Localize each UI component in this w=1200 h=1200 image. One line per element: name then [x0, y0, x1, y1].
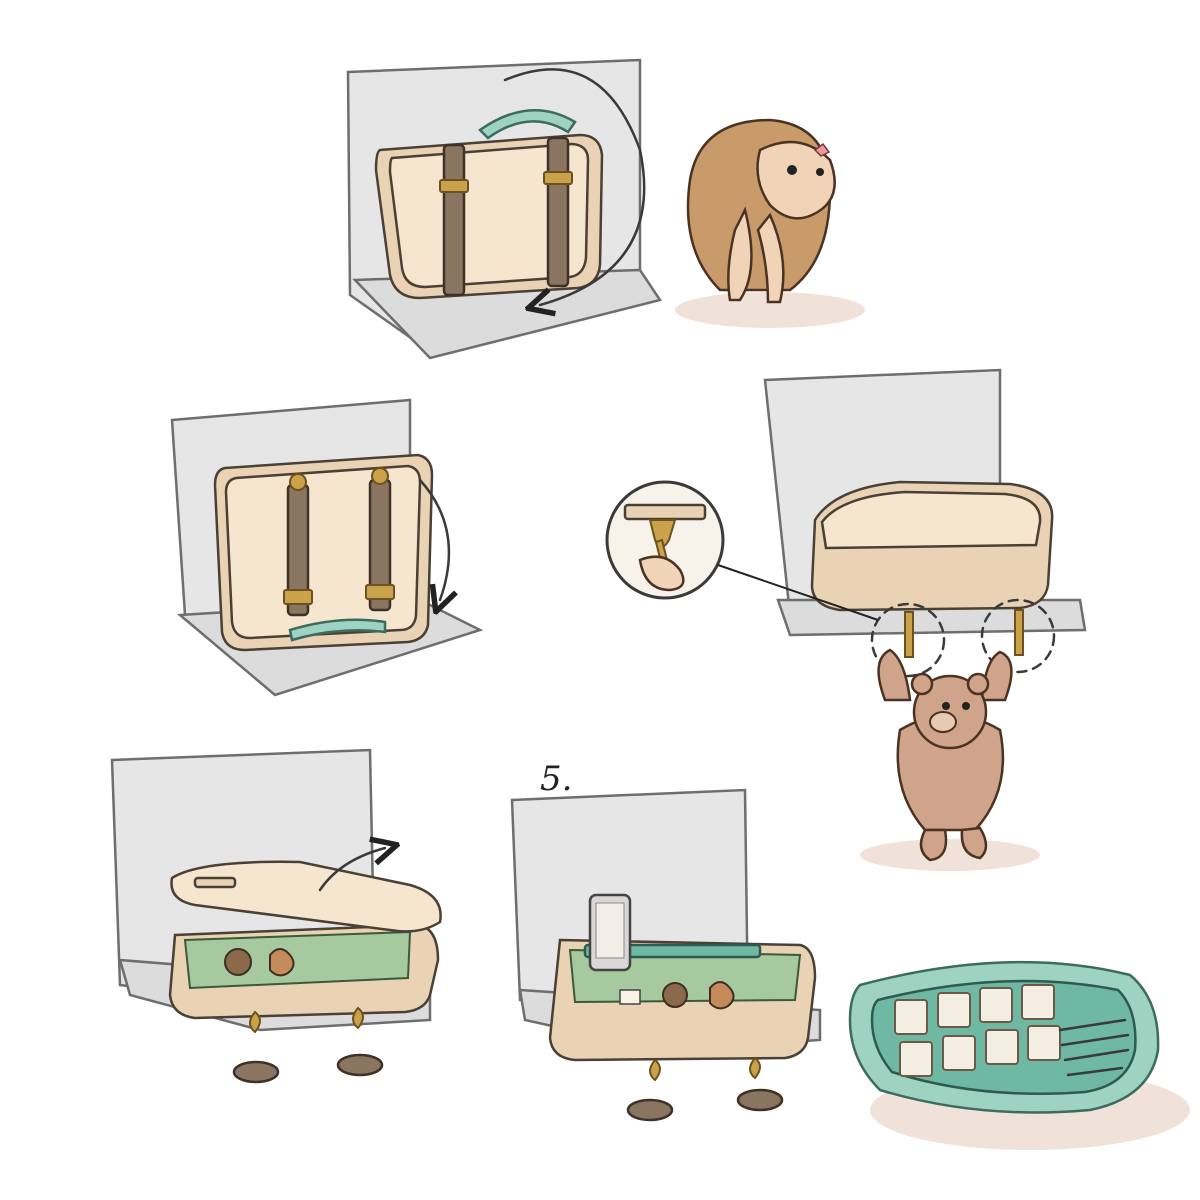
strap-right [546, 136, 570, 288]
backpack-back-side [213, 453, 434, 652]
handle-mint [478, 109, 577, 140]
step-5-number: 5. [540, 759, 572, 799]
backpack-open [168, 860, 442, 1084]
bear-illustration [860, 648, 1040, 871]
bag-lid [170, 860, 442, 933]
dashed-highlight-left [870, 602, 946, 678]
curved-arrow-icon [503, 68, 646, 305]
step-5-panel: 5. [510, 759, 822, 1122]
step-1-panel: 1. [346, 58, 663, 360]
backpack [374, 109, 604, 300]
strap-left [442, 143, 466, 297]
step-3-panel: 3. [605, 368, 1087, 871]
card-grid [894, 984, 1061, 1077]
card-tray [848, 960, 1190, 1150]
play-map [183, 930, 412, 990]
step-4-panel: 4. [110, 748, 442, 1084]
curved-arrow-icon [418, 478, 449, 600]
step-2-panel: 2. [170, 398, 484, 697]
hedgehog-illustration [675, 118, 865, 328]
curved-arrow-icon [318, 848, 385, 892]
backpack-playset [548, 893, 817, 1122]
magnifier-inset [605, 480, 879, 621]
backpack-mounted [810, 480, 1054, 612]
dashed-highlight-right [980, 598, 1056, 674]
